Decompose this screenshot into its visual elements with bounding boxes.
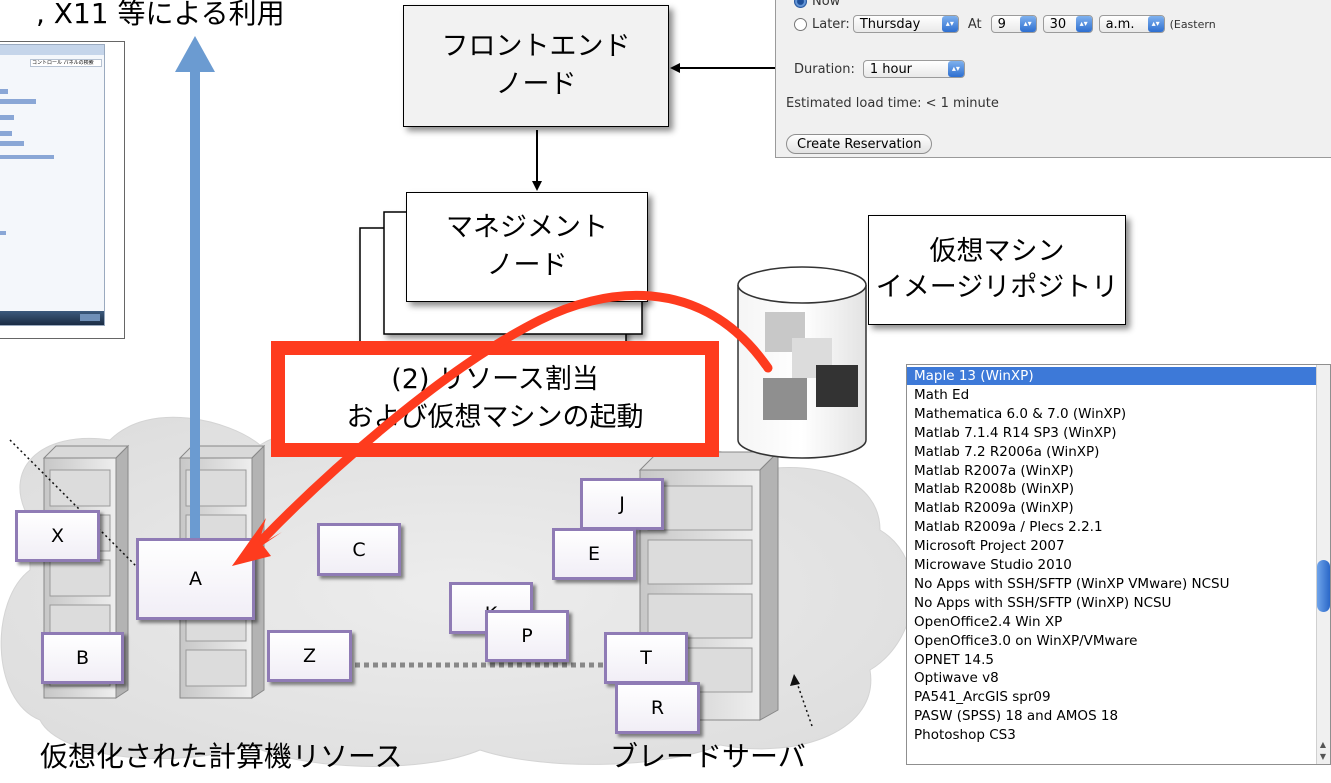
link-line xyxy=(0,231,6,235)
link-line xyxy=(0,131,12,136)
duration-value: 1 hour xyxy=(869,61,913,77)
vm-image-list-item[interactable]: Matlab R2008b (WinXP) xyxy=(914,481,1074,498)
duration-label: Duration: xyxy=(794,61,855,77)
windows-taskbar xyxy=(0,311,104,325)
vm-image-list-item[interactable]: Matlab R2009a (WinXP) xyxy=(914,500,1074,517)
link-line xyxy=(0,155,54,159)
duration-select[interactable]: 1 hour ▴▾ xyxy=(862,60,965,78)
stepper-icon: ▴▾ xyxy=(1075,16,1092,32)
vm-image-list-item[interactable]: Matlab R2007a (WinXP) xyxy=(914,462,1074,479)
stepper-icon: ▴▾ xyxy=(1019,16,1036,32)
window-titlebar xyxy=(0,45,104,55)
stepper-icon: ▴▾ xyxy=(947,61,964,77)
at-label: At xyxy=(967,16,982,32)
search-field: コントロール パネルの検索 xyxy=(30,59,102,67)
duration-row: Duration: 1 hour ▴▾ xyxy=(794,60,968,78)
management-node-line2: ノード xyxy=(486,250,568,281)
timezone-label: (Eastern xyxy=(1169,17,1216,31)
list-scrollbar[interactable]: ▲ ▼ xyxy=(1316,365,1330,764)
link-line xyxy=(0,99,36,104)
scroll-up-icon[interactable]: ▲ xyxy=(1319,740,1327,749)
link-line xyxy=(0,141,24,146)
vm-image-list-item[interactable]: No Apps with SSH/SFTP (WinXP) NCSU xyxy=(914,594,1172,611)
management-node: マネジメント ノード xyxy=(406,192,648,302)
stepper-icon: ▴▾ xyxy=(941,16,958,32)
vm-image-list-item[interactable]: Microsoft Project 2007 xyxy=(914,538,1065,555)
pointer-to-blade-head xyxy=(790,674,800,686)
callout-line1: (2) リソース割当 xyxy=(391,364,599,396)
callout-line2: および仮想マシンの起動 xyxy=(346,402,644,433)
virtualized-resources-caption: 仮想化された計算機リソース xyxy=(40,740,403,773)
scrollbar-thumb[interactable] xyxy=(1317,560,1330,612)
vm-image-list-item[interactable]: OPNET 14.5 xyxy=(914,651,994,668)
top-caption: , X11 等による利用 xyxy=(36,0,285,30)
vm-image-list-item[interactable]: OpenOffice2.4 Win XP xyxy=(914,613,1063,630)
pointer-to-blade xyxy=(795,679,813,727)
reservation-panel: Now Later: Thursday ▴▾ At 9 ▴▾ 30 ▴▾ a.m… xyxy=(775,0,1331,158)
vm-image-list-item[interactable]: Microwave Studio 2010 xyxy=(914,557,1072,573)
repository-label-line1: 仮想マシン xyxy=(929,235,1065,267)
now-option[interactable]: Now xyxy=(794,0,840,9)
hour-select[interactable]: 9 ▴▾ xyxy=(990,15,1037,33)
windows-screenshot-thumbnail: コントロール パネルの検索 xyxy=(0,41,125,339)
now-label: Now xyxy=(812,0,841,9)
vm-box-p: P xyxy=(485,610,569,662)
frontend-node: フロントエンド ノード xyxy=(403,5,669,127)
create-reservation-button[interactable]: Create Reservation xyxy=(786,134,933,154)
scroll-down-icon[interactable]: ▼ xyxy=(1319,752,1327,761)
frontend-node-line1: フロントエンド xyxy=(441,31,631,63)
minute-select[interactable]: 30 ▴▾ xyxy=(1042,15,1093,33)
vm-image-list-item[interactable]: Matlab 7.1.4 R14 SP3 (WinXP) xyxy=(914,424,1117,441)
blade-server-caption: ブレードサーバ xyxy=(610,740,806,773)
vm-image-list-item[interactable]: Photoshop CS3 xyxy=(914,727,1016,744)
management-node-line1: マネジメント xyxy=(446,212,608,244)
ampm-value: a.m. xyxy=(1105,16,1135,32)
day-value: Thursday xyxy=(859,16,921,32)
later-radio-icon[interactable] xyxy=(794,17,807,31)
vm-box-t: T xyxy=(604,632,688,684)
vm-box-r: R xyxy=(615,682,700,734)
link-line xyxy=(0,89,8,94)
later-label: Later: xyxy=(812,16,850,32)
vm-image-list-item[interactable]: Optiwave v8 xyxy=(914,670,999,687)
vm-box-a: A xyxy=(136,538,255,620)
vm-image-list-item[interactable]: Math Ed xyxy=(914,386,970,403)
vm-image-list-item[interactable]: PASW (SPSS) 18 and AMOS 18 xyxy=(914,708,1119,725)
vm-box-j: J xyxy=(580,478,664,530)
vm-image-list[interactable]: Maple 13 (WinXP)Math Ed Mathematica 6.0 &… xyxy=(906,364,1331,765)
vm-image-list-item[interactable]: Mathematica 6.0 & 7.0 (WinXP) xyxy=(914,405,1127,422)
now-radio-icon[interactable] xyxy=(794,0,807,8)
vm-image-repository-label: 仮想マシン イメージリポジトリ xyxy=(868,215,1126,325)
vm-box-e: E xyxy=(552,528,636,580)
vm-box-x: X xyxy=(15,510,100,562)
vm-image-list-item[interactable]: Matlab 7.2 R2006a (WinXP) xyxy=(914,443,1100,460)
vm-image-list-item[interactable]: OpenOffice3.0 on WinXP/VMware xyxy=(914,632,1138,649)
frontend-node-line2: ノード xyxy=(495,69,577,100)
vm-image-list-item[interactable]: PA541_ArcGIS spr09 xyxy=(914,689,1051,706)
ampm-select[interactable]: a.m. ▴▾ xyxy=(1098,15,1165,33)
vm-box-b: B xyxy=(41,632,124,684)
vm-box-c: C xyxy=(317,523,401,576)
vm-box-z: Z xyxy=(267,630,352,682)
minute-value: 30 xyxy=(1049,16,1067,32)
link-line xyxy=(0,115,14,120)
later-option: Later: Thursday ▴▾ At 9 ▴▾ 30 ▴▾ a.m. ▴▾… xyxy=(794,15,1216,33)
vm-image-list-item[interactable]: Matlab R2009a / Plecs 2.2.1 xyxy=(914,519,1103,536)
hour-value: 9 xyxy=(997,16,1006,32)
windows-explorer-window: コントロール パネルの検索 xyxy=(0,44,105,326)
vm-image-list-item[interactable]: No Apps with SSH/SFTP (WinXP VMware) NCS… xyxy=(914,575,1230,592)
create-reservation-row: Create Reservation xyxy=(786,134,933,154)
vm-image-list-item[interactable]: Maple 13 (WinXP) xyxy=(907,367,1319,385)
load-time-text: Estimated load time: < 1 minute xyxy=(786,96,999,111)
repository-label-line2: イメージリポジトリ xyxy=(875,272,1119,303)
user-access-arrow xyxy=(175,36,215,545)
resource-allocation-callout: (2) リソース割当 および仮想マシンの起動 xyxy=(271,341,719,457)
stepper-icon: ▴▾ xyxy=(1147,16,1164,32)
day-select[interactable]: Thursday ▴▾ xyxy=(852,15,959,33)
